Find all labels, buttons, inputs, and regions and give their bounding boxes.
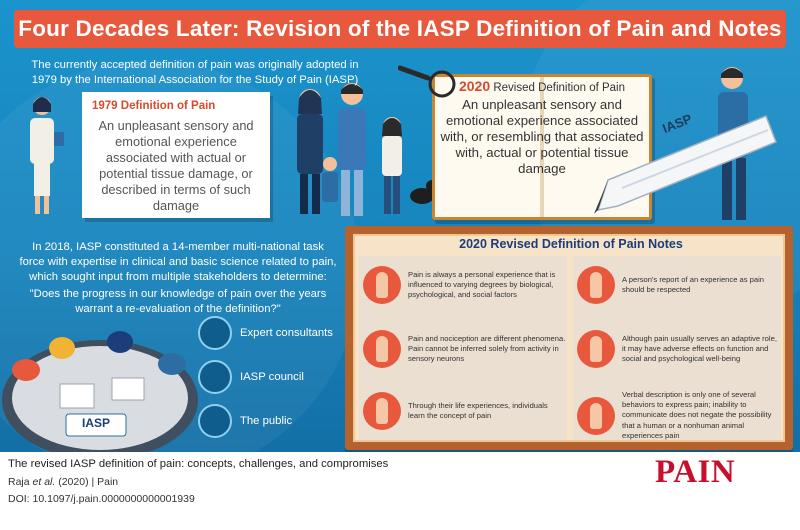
family-illustration — [297, 83, 438, 216]
notes-title: 2020 Revised Definition of Pain Notes — [459, 237, 683, 251]
note-item: Although pain usually serves an adaptive… — [577, 330, 780, 368]
article-doi: DOI: 10.1097/j.pain.0000000000001939 — [8, 493, 195, 505]
intro-text: The currently accepted definition of pai… — [31, 59, 359, 86]
definition-1979-card: 1979 Definition of Pain An unpleasant se… — [82, 92, 270, 218]
definition-2020-heading: 2020 Revised Definition of Pain — [440, 78, 644, 94]
note-text: Through their life experiences, individu… — [408, 400, 548, 420]
note-text: A person's report of an experience as pa… — [622, 274, 765, 294]
person-figure-icon — [363, 266, 401, 304]
task-force-text: In 2018, IASP constituted a 14-member mu… — [19, 241, 337, 283]
stakeholder-label: Expert consultants — [240, 327, 333, 339]
footer: The revised IASP definition of pain: con… — [0, 452, 800, 530]
note-item: Pain is always a personal experience tha… — [363, 266, 566, 304]
people-group-icon — [198, 404, 232, 438]
definition-2020-heading-text: Revised Definition of Pain — [493, 82, 626, 94]
note-item: Pain and nociception are different pheno… — [363, 330, 566, 368]
definition-1979-text: An unpleasant sensory and emotional expe… — [98, 118, 254, 213]
stakeholder-label: The public — [240, 415, 293, 427]
title-banner: Four Decades Later: Revision of the IASP… — [14, 10, 786, 48]
note-item: Through their life experiences, individu… — [363, 392, 566, 430]
animal-icon — [577, 396, 615, 435]
speaking-person-icon — [577, 266, 615, 304]
note-text: Pain is always a personal experience tha… — [408, 269, 556, 300]
life-stages-icon — [363, 392, 401, 430]
definition-2020-year: 2020 — [458, 78, 491, 94]
note-text: Although pain usually serves an adaptive… — [622, 333, 777, 364]
notes-column-right: A person's report of an experience as pa… — [573, 256, 781, 440]
definition-2020-text: An unpleasant sensory and emotional expe… — [440, 97, 644, 176]
article-citation: Raja et al. (2020) | Pain — [8, 476, 118, 488]
citation-etal: et al. — [32, 476, 56, 488]
note-item: A person's report of an experience as pa… — [577, 266, 780, 304]
man-with-pen-illustration — [594, 67, 777, 220]
notes-board-frame: 2020 Revised Definition of Pain Notes Pa… — [353, 234, 785, 442]
note-text: Pain and nociception are different pheno… — [408, 333, 566, 364]
definition-1979-heading: 1979 Definition of Pain — [92, 100, 216, 112]
table-iasp-logo: IASP — [82, 416, 111, 430]
people-group-icon — [198, 360, 232, 394]
citation-author: Raja — [8, 476, 30, 488]
page-title: Four Decades Later: Revision of the IASP… — [18, 16, 782, 41]
note-text: Verbal description is only one of severa… — [622, 390, 772, 440]
notes-board: 2020 Revised Definition of Pain Notes Pa… — [345, 226, 793, 450]
nervous-system-icon — [363, 330, 401, 368]
note-item: Verbal description is only one of severa… — [577, 390, 780, 441]
citation-rest: (2020) | Pain — [55, 476, 119, 488]
notes-column-left: Pain is always a personal experience tha… — [359, 256, 567, 440]
magnifier-icon — [398, 65, 456, 98]
stakeholder-expert-consultants: Expert consultants — [198, 316, 333, 350]
book-spine — [540, 77, 544, 217]
article-title: The revised IASP definition of pain: con… — [8, 458, 389, 470]
businesswoman-illustration — [30, 97, 64, 214]
question-quote: "Does the progress in our knowledge of p… — [29, 288, 327, 315]
pain-journal-logo: PAIN — [655, 454, 736, 490]
infographic-panel: Four Decades Later: Revision of the IASP… — [0, 0, 800, 452]
stakeholder-public: The public — [198, 404, 292, 438]
stakeholder-iasp-council: IASP council — [198, 360, 304, 394]
people-group-icon — [198, 316, 232, 350]
stakeholder-label: IASP council — [240, 371, 304, 383]
meeting-table-graphic — [2, 331, 198, 452]
body-pain-icon — [577, 330, 615, 368]
meeting-table-illustration: IASP — [0, 318, 200, 452]
